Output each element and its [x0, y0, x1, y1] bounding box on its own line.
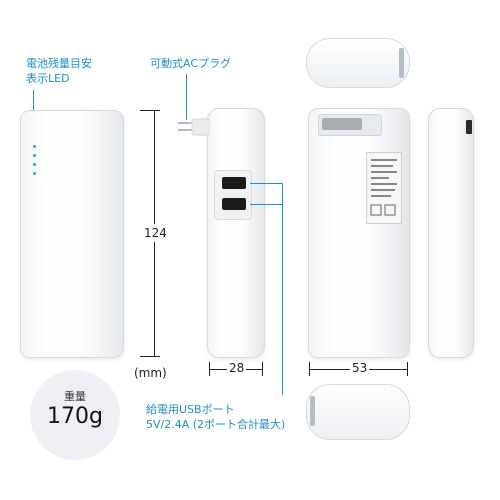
ac-plug-icon: [178, 118, 211, 140]
front-view-device: [20, 110, 124, 358]
led-callout: 電池残量目安 表示LED: [26, 56, 116, 86]
usb-port-label-line2: 5V/2.4A (2ポート合計最大): [146, 418, 286, 431]
led-label-line1: 電池残量目安: [26, 57, 92, 70]
back-view-device: [308, 108, 410, 358]
height-dim-value: 124: [144, 224, 167, 242]
unit-label: (mm): [134, 366, 167, 380]
led-dot: [33, 154, 36, 157]
weight-badge: [30, 370, 120, 460]
weight-label: 重量: [64, 390, 86, 403]
ac-plug-callout-line: [186, 74, 187, 120]
side-view-device: [207, 108, 265, 358]
height-dim-top-tick: [140, 110, 160, 111]
usb-callout-line-vertical: [282, 183, 283, 395]
bottom-view-cap: [306, 384, 410, 440]
cap-groove: [399, 48, 404, 78]
right-side-view-device: [428, 108, 474, 358]
spec-label: [366, 152, 402, 224]
usb-callout-line-top: [250, 183, 282, 184]
weight-value: 170g: [47, 404, 103, 429]
usb-callout-line-bottom: [250, 204, 282, 205]
led-label-line2: 表示LED: [26, 72, 70, 85]
height-dim-bottom-tick: [140, 356, 160, 357]
led-indicators: [33, 145, 36, 175]
usb-port-icon: [222, 177, 246, 189]
usb-port-label-line1: 給電用USBポート: [146, 403, 235, 416]
top-view-cap: [306, 38, 410, 88]
depth-dim-value: 28: [227, 361, 247, 375]
led-dot: [33, 145, 36, 148]
side-plug-notch: [466, 120, 472, 134]
width-dim-value: 53: [350, 361, 370, 375]
ac-plug-callout: 可動式ACプラグ: [150, 57, 232, 70]
folded-plug-icon: [322, 118, 362, 130]
led-dot: [33, 163, 36, 166]
usb-port-icon: [222, 198, 246, 210]
led-dot: [33, 172, 36, 175]
cap-groove: [310, 396, 315, 426]
usb-port-callout: 給電用USBポート 5V/2.4A (2ポート合計最大): [146, 402, 285, 432]
